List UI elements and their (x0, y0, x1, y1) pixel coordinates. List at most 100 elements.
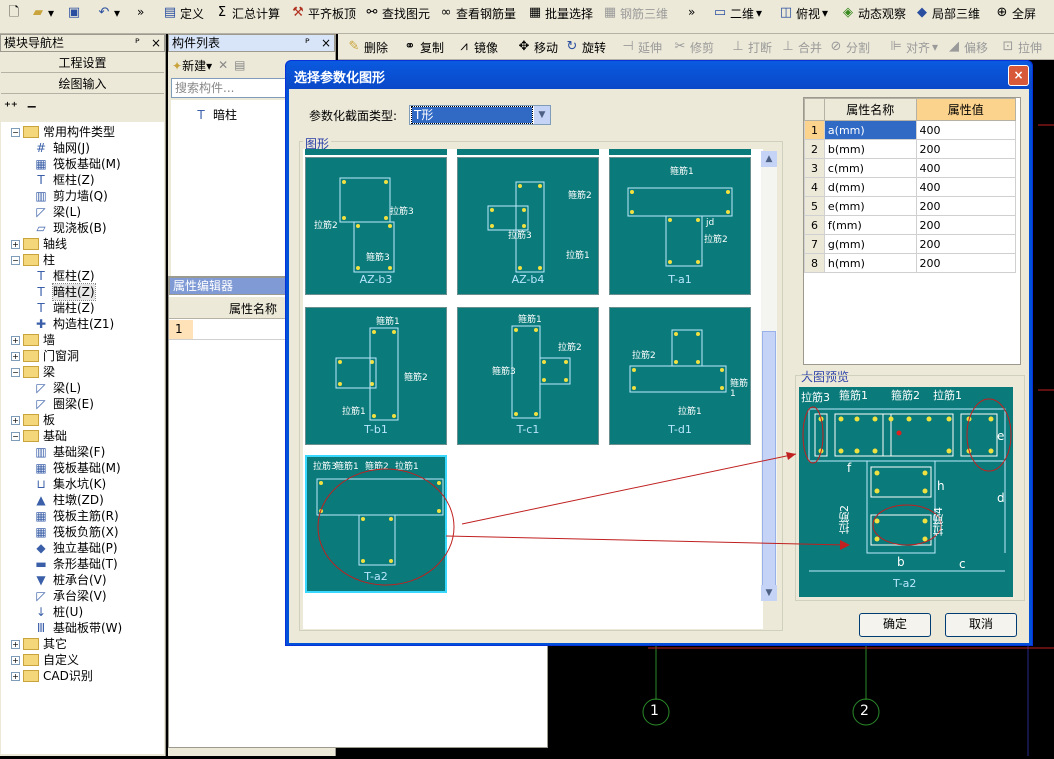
property-value-cell[interactable]: 400 (915, 120, 1017, 140)
expand-icon[interactable]: + (11, 335, 20, 345)
close-icon[interactable]: × (321, 36, 332, 50)
align-button[interactable]: ⊫对齐▾ (888, 37, 938, 57)
collapse-icon[interactable]: − (11, 255, 20, 265)
drawing-input-button[interactable]: 绘图输入 (1, 74, 164, 94)
tree-item[interactable]: ▦筏板负筋(X) (33, 524, 118, 540)
tree-folder[interactable]: +板 (11, 412, 55, 428)
batch-select-button[interactable]: ▦批量选择 (527, 3, 593, 23)
pin-icon[interactable]: ᴾ (305, 36, 310, 50)
property-value-cell[interactable]: 200 (915, 234, 1017, 254)
delete-button[interactable]: ✎删除 (346, 37, 388, 57)
close-icon[interactable]: × (151, 36, 162, 50)
tree-folder[interactable]: −梁 (11, 364, 55, 380)
property-value-cell[interactable]: 200 (915, 196, 1017, 216)
tree-folder[interactable]: +轴线 (11, 236, 67, 252)
tree-item[interactable]: ▬条形基础(T) (33, 556, 117, 572)
tree-folder[interactable]: −柱 (11, 252, 55, 268)
split-button[interactable]: ⊘分割 (828, 37, 870, 57)
toolbar-more-2[interactable]: » (688, 5, 696, 19)
tree-item[interactable]: ◆独立基础(P) (33, 540, 117, 556)
merge-button[interactable]: ⊥合并 (780, 37, 822, 57)
tree-item[interactable]: ◸梁(L) (33, 204, 81, 220)
stretch-button[interactable]: ⊡拉伸 (1000, 37, 1042, 57)
tree-item[interactable]: ▼桩承台(V) (33, 572, 106, 588)
tree-folder[interactable]: +门窗洞 (11, 348, 79, 364)
gallery-scrollbar[interactable]: ▲ ▼ (761, 151, 777, 601)
tree-item[interactable]: ▦筏板基础(M) (33, 460, 120, 476)
tree-item[interactable]: ↓桩(U) (33, 604, 83, 620)
tree-folder[interactable]: +自定义 (11, 652, 79, 668)
expand-icon[interactable]: + (11, 351, 20, 361)
tree-item[interactable]: ◸承台梁(V) (33, 588, 106, 604)
section-type-select[interactable]: T形 ▼ (409, 105, 551, 125)
toolbar-more-1[interactable]: » (137, 5, 145, 19)
view-2d-dropdown[interactable]: ▭二维▾ (713, 5, 763, 21)
property-value-cell[interactable]: 200 (915, 253, 1017, 273)
open-file-icon[interactable]: ▰▾ (33, 5, 55, 20)
dynamic-view-button[interactable]: ◈动态观察 (840, 3, 906, 23)
local-3d-button[interactable]: ◆局部三维 (914, 3, 980, 23)
expand-icon[interactable]: + (11, 239, 20, 249)
move-button[interactable]: ✥移动 (516, 37, 558, 57)
point-button[interactable]: 点 (1038, 63, 1051, 78)
rebar-3d-button[interactable]: ▦钢筋三维 (602, 3, 668, 23)
property-value-cell[interactable]: 400 (915, 158, 1017, 178)
scroll-thumb[interactable] (762, 331, 776, 591)
expand-icon[interactable]: + (11, 639, 20, 649)
offset-button[interactable]: ◢偏移 (946, 37, 988, 57)
top-view-dropdown[interactable]: ◫俯视▾ (779, 5, 829, 21)
tree-folder[interactable]: +其它 (11, 636, 67, 652)
tree-item[interactable]: ⊔集水坑(K) (33, 476, 106, 492)
chevron-down-icon[interactable]: ▼ (534, 106, 550, 124)
trim-button[interactable]: ✂修剪 (672, 37, 714, 57)
fullscreen-button[interactable]: ⊕全屏 (994, 3, 1036, 23)
define-button[interactable]: ▤定义 (162, 3, 204, 23)
tree-item[interactable]: ▱现浇板(B) (33, 220, 106, 236)
tree-folder[interactable]: −基础 (11, 428, 67, 444)
collapse-all-icon[interactable]: − (26, 100, 38, 115)
tree-folder[interactable]: −常用构件类型 (11, 124, 115, 140)
collapse-icon[interactable]: − (11, 367, 20, 377)
copy-component-icon[interactable]: ▤ (234, 58, 246, 72)
mirror-button[interactable]: ⩘镜像 (456, 37, 498, 57)
new-component-button[interactable]: ✦新建▾ (172, 58, 213, 73)
expand-all-icon[interactable]: ⁺⁺ (4, 100, 18, 115)
save-icon[interactable]: ▣ (67, 5, 81, 20)
extend-button[interactable]: ⊣延伸 (620, 37, 662, 57)
tree-item[interactable]: ◸圈梁(E) (33, 396, 94, 412)
view-rebar-button[interactable]: ∞查看钢筋量 (438, 3, 516, 23)
rotate-button[interactable]: ↻旋转 (564, 37, 606, 57)
copy-button[interactable]: ⚭复制 (402, 37, 444, 57)
property-value-cell[interactable]: 400 (915, 177, 1017, 197)
collapse-icon[interactable]: − (11, 431, 20, 441)
tree-item[interactable]: ▦筏板基础(M) (33, 156, 120, 172)
undo-icon[interactable]: ↶▾ (98, 5, 121, 20)
property-value-cell[interactable]: 200 (915, 215, 1017, 235)
delete-component-icon[interactable]: ✕ (218, 58, 229, 72)
expand-icon[interactable]: + (11, 671, 20, 681)
tree-item[interactable]: ▦筏板主筋(R) (33, 508, 118, 524)
expand-icon[interactable]: + (11, 655, 20, 665)
project-settings-button[interactable]: 工程设置 (1, 53, 164, 73)
tree-item[interactable]: #轴网(J) (33, 140, 90, 156)
tree-item[interactable]: ✚构造柱(Z1) (33, 316, 114, 332)
dialog-close-button[interactable]: × (1008, 65, 1029, 86)
break-button[interactable]: ⊥打断 (730, 37, 772, 57)
